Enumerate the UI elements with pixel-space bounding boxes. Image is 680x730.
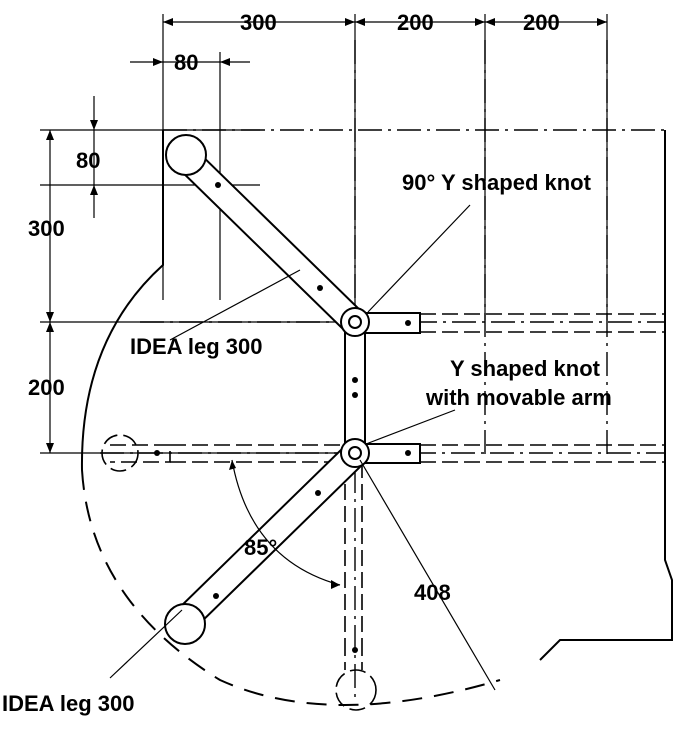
bottom-dashed-leg <box>335 640 377 711</box>
knot-y-movable-arm <box>340 438 370 468</box>
cabinet-outline <box>80 129 673 706</box>
dim-left-200: 200 <box>28 375 65 400</box>
dim-top-300: 300 <box>240 10 277 35</box>
dim-radius-408: 408 <box>414 580 451 605</box>
lower-leg-arm <box>164 444 365 645</box>
leg-foot-lower <box>164 603 206 645</box>
dim-left-300: 300 <box>28 216 65 241</box>
label-knot-movable-line2: with movable arm <box>425 385 612 410</box>
dim-left-80: 80 <box>76 148 100 173</box>
label-leg-lower: IDEA leg 300 <box>2 691 134 716</box>
label-knot-movable-line1: Y shaped knot <box>450 356 601 381</box>
dim-top-200-a: 200 <box>397 10 434 35</box>
dim-angle-85: 85° <box>244 535 277 560</box>
right-arms <box>364 312 421 464</box>
label-leg-upper: IDEA leg 300 <box>130 334 262 359</box>
upper-leg-arm <box>165 134 365 333</box>
leader-lines <box>109 204 496 691</box>
dim-top-80: 80 <box>174 50 198 75</box>
knot-90-y-shaped <box>340 307 370 337</box>
vertical-connector <box>344 329 366 445</box>
left-dashed-arm <box>101 434 171 472</box>
dim-top-200-b: 200 <box>523 10 560 35</box>
leg-foot-upper <box>165 134 207 176</box>
rails <box>170 313 665 640</box>
label-knot-90: 90° Y shaped knot <box>402 170 592 195</box>
